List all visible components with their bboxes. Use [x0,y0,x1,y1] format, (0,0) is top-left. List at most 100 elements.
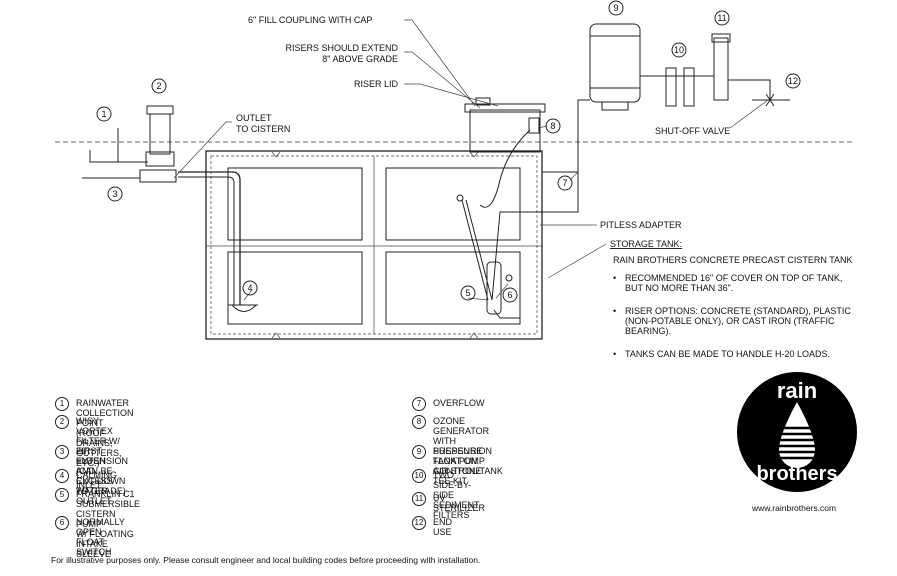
calming-inlet-pipe [178,171,258,312]
tank-description: RAIN BROTHERS CONCRETE PRECAST CISTERN T… [613,255,853,265]
shutoff-valve [752,93,790,107]
legend-text: NORMALLY OPEN FLOAT SWITCH [76,517,125,557]
callout-6-number: 6 [507,290,512,300]
logo-text-bottom: brothers [756,463,837,485]
legend-number: 2 [55,415,69,429]
pump [456,194,520,319]
callout-numbers: 1 2 3 4 5 6 7 8 9 10 11 12 [101,3,798,300]
uv-sterilizer [700,33,771,101]
callout-3-number: 3 [112,189,117,199]
legend-number: 10 [412,469,426,483]
label-outlet: OUTLET TO CISTERN [236,113,290,134]
legend-number: 9 [412,445,426,459]
collection-lines [82,128,148,179]
logo-text-top: rain [777,378,817,403]
cistern-tank [205,150,543,340]
legend-item: 7 OVERFLOW [412,397,485,411]
legend-item: 1 RAINWATER COLLECTION POINT (ROOF DRAIN… [55,397,134,468]
legend-item: 4 CALMING INLET [55,469,118,490]
overflow-pipe [542,99,590,173]
label-outlet-line2: TO CISTERN [236,124,290,134]
legend-text: UV STERILIZER [433,493,486,513]
legend-item: 8 OZONE GENERATOR WITH SUSPENSION FLOAT … [412,415,493,476]
legend-number: 3 [55,445,69,459]
bullet-icon: • [613,349,617,359]
callout-11 [714,10,730,26]
sediment-filters [640,67,700,107]
legend-text: TWO SIDE-BY-SIDE SEDIMENT FILTERS [433,470,480,520]
callout-4-number: 4 [247,283,252,293]
ozone-line [479,129,531,208]
legend-item: 2 WISY VORTEX FILTER W/ 20" EXTENSION (C… [55,415,129,496]
callout-7 [557,175,573,191]
riser [464,97,546,153]
legend-text: FRANKLIN C1 SUBMERSIBLE CISTERN PUMP W/ … [76,489,141,559]
website-url: www.rainbrothers.com [752,503,837,513]
callout-9-number: 9 [613,3,618,13]
label-risers-extend: RISERS SHOULD EXTEND 8" ABOVE GRADE [285,43,398,64]
callout-3 [107,186,123,202]
legend-text: OVERFLOW [433,398,485,408]
callout-1-number: 1 [101,109,106,119]
callout-11-number: 11 [717,13,726,23]
label-storage-tank: STORAGE TANK: [610,239,682,249]
legend-number: 4 [55,469,69,483]
tank-bullet: • RECOMMENDED 16" OF COVER ON TOP OF TAN… [613,273,883,293]
legend-item: 12 END USE [412,516,453,537]
legend-number: 5 [55,488,69,502]
label-riser-lid: RISER LID [354,79,399,89]
legend-item: 3 FIRST FLUSH AND EXCESS WATER OUTLET [55,445,113,506]
callout-7-number: 7 [562,178,567,188]
legend-item: 6 NORMALLY OPEN FLOAT SWITCH [55,516,125,557]
label-fill-coupling: 6" FILL COUPLING WITH CAP [248,15,372,25]
label-pitless-adapter: PITLESS ADAPTER [600,220,682,230]
callout-12-number: 12 [788,76,798,86]
vortex-filter [139,105,177,183]
disclaimer-footer: For illustrative purposes only. Please c… [51,555,481,565]
callout-10 [671,42,687,58]
label-risers-extend-line1: RISERS SHOULD EXTEND [285,43,398,53]
tank-bullet-text: RISER OPTIONS: CONCRETE (STANDARD), PLAS… [625,306,851,336]
tank-bullet-text: TANKS CAN BE MADE TO HANDLE H-20 LOADS. [625,349,831,359]
legend-text: WISY VORTEX FILTER W/ 20" EXTENSION (CAN… [76,416,129,496]
legend-item: 5 FRANKLIN C1 SUBMERSIBLE CISTERN PUMP W… [55,488,141,559]
legend-text: PRESSURE TANK PUMP CONTROL/TANK TEE KIT [433,446,503,486]
tank-bullet: • TANKS CAN BE MADE TO HANDLE H-20 LOADS… [613,349,883,359]
legend-number: 8 [412,415,426,429]
callout-5-number: 5 [465,288,470,298]
callout-10-number: 10 [674,45,684,55]
bullet-icon: • [613,306,617,316]
legend-text: FIRST FLUSH AND EXCESS WATER OUTLET [76,446,113,506]
callout-8-number: 8 [550,121,555,131]
legend-text: END USE [433,517,453,537]
callout-2-number: 2 [156,81,161,91]
legend-number: 7 [412,397,426,411]
legend-item: 10 TWO SIDE-BY-SIDE SEDIMENT FILTERS [412,469,480,520]
callout-circles [96,0,801,303]
legend-number: 11 [412,492,426,506]
legend-text: CALMING INLET [76,470,118,490]
callout-5 [460,285,476,301]
legend-number: 6 [55,516,69,530]
rain-brothers-logo: rain brothers [737,372,857,492]
leader-lines [173,19,769,301]
callout-6 [502,287,518,303]
callout-2 [151,78,167,94]
legend-item: 9 PRESSURE TANK PUMP CONTROL/TANK TEE KI… [412,445,503,486]
callout-8 [545,118,561,134]
callout-12 [785,73,801,89]
callout-4 [242,280,258,296]
bullet-icon: • [613,273,617,283]
pressure-tank [589,23,641,111]
tank-bullet-text: RECOMMENDED 16" OF COVER ON TOP OF TANK,… [625,273,843,293]
legend-number: 12 [412,516,426,530]
tank-bullet: • RISER OPTIONS: CONCRETE (STANDARD), PL… [613,306,883,336]
legend-text: RAINWATER COLLECTION POINT (ROOF DRAINS,… [76,398,134,468]
label-shutoff-valve: SHUT-OFF VALVE [655,126,730,136]
legend-item: 11 UV STERILIZER [412,492,486,513]
callout-9 [608,0,624,16]
label-outlet-line1: OUTLET [236,113,272,123]
legend-number: 1 [55,397,69,411]
legend-text: OZONE GENERATOR WITH SUSPENSION FLOAT ON… [433,416,493,476]
